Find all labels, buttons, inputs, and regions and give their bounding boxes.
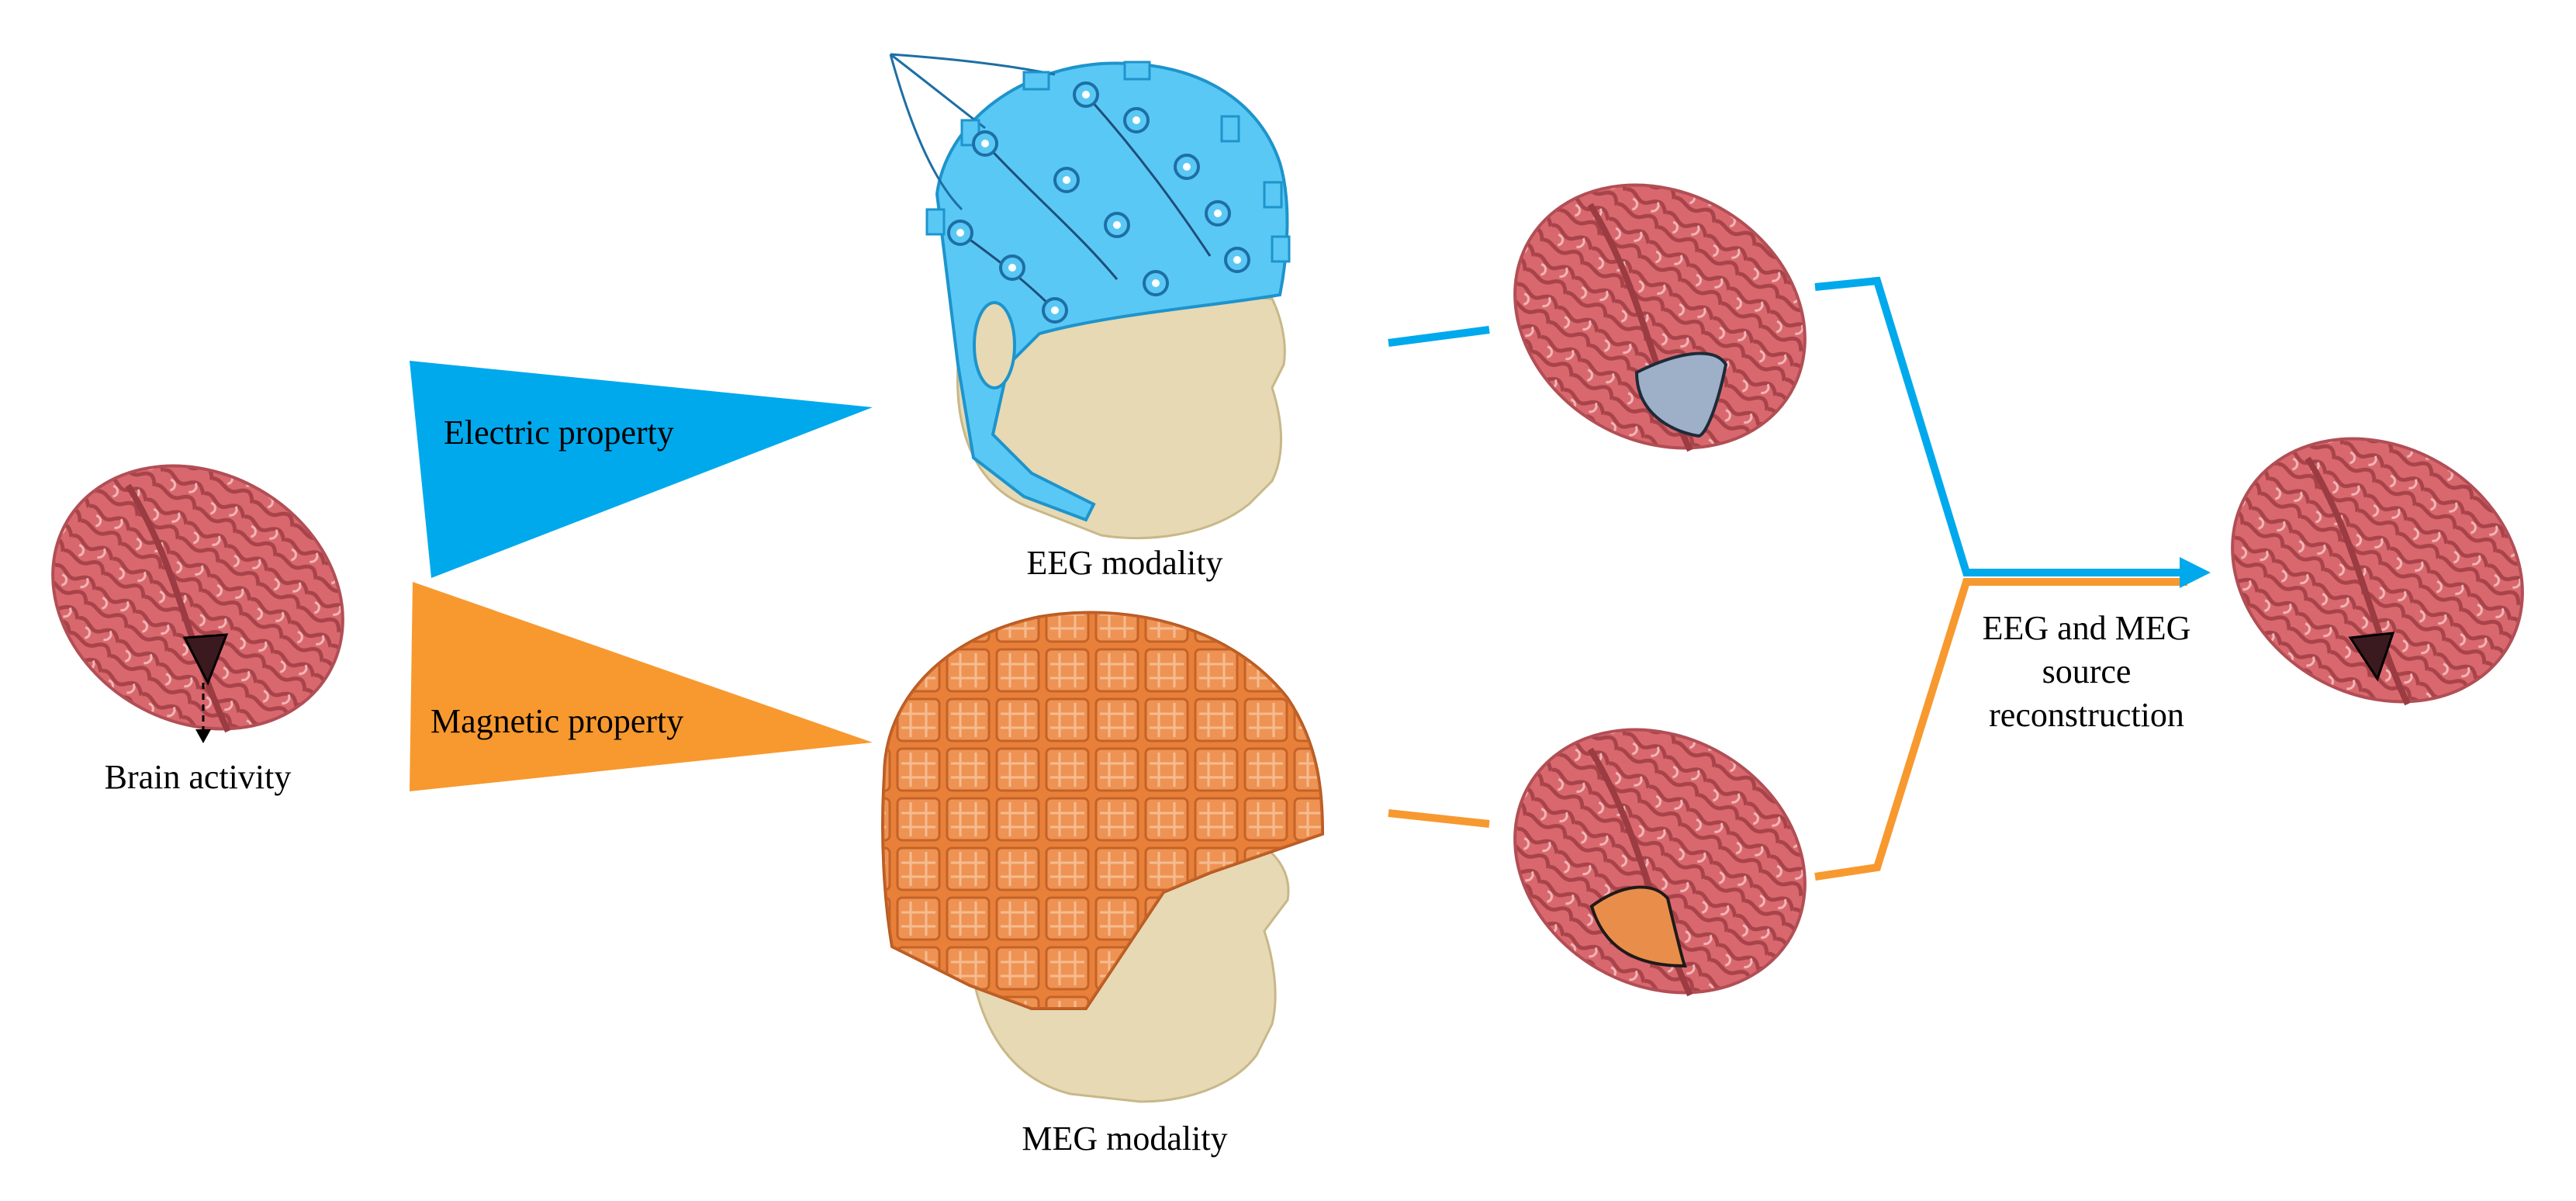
reconstructed-source-region	[2348, 632, 2395, 682]
brain-activity-label: Brain activity	[105, 758, 292, 796]
eeg-modality-label: EEG modality	[1027, 544, 1223, 582]
merge-arrow-head	[2180, 557, 2211, 588]
brain-icon	[5, 414, 391, 780]
source-region	[182, 633, 229, 686]
reconstruction-label-line1: EEG and MEG	[1983, 609, 2191, 647]
electric-property-label: Electric property	[444, 414, 674, 452]
eeg-estimate-region	[1634, 351, 1728, 438]
electric-property-wedge	[410, 361, 873, 578]
meg-estimate-region	[1589, 885, 1687, 968]
meg-helmet-head-icon	[881, 611, 1325, 1103]
eeg-merge-line	[1814, 276, 2187, 576]
eeg-estimate-brain-icon	[1467, 133, 1853, 500]
meg-modality-label: MEG modality	[1022, 1120, 1227, 1158]
reconstruction-label-line2: source	[2042, 652, 2132, 690]
magnetic-property-wedge	[410, 582, 873, 791]
meg-connector-line	[1388, 809, 1490, 828]
eeg-cap-head-icon	[889, 53, 1291, 540]
meg-estimate-brain-icon	[1467, 678, 1853, 1044]
meg-merge-line	[1814, 578, 2187, 881]
reconstructed-brain-icon	[2184, 387, 2571, 753]
activity-arrow-head	[195, 729, 211, 743]
magnetic-property-label: Magnetic property	[430, 702, 683, 740]
electrode-centers	[956, 91, 1241, 314]
reconstruction-label-line3: reconstruction	[1989, 696, 2184, 734]
eeg-connector-line	[1388, 326, 1490, 347]
